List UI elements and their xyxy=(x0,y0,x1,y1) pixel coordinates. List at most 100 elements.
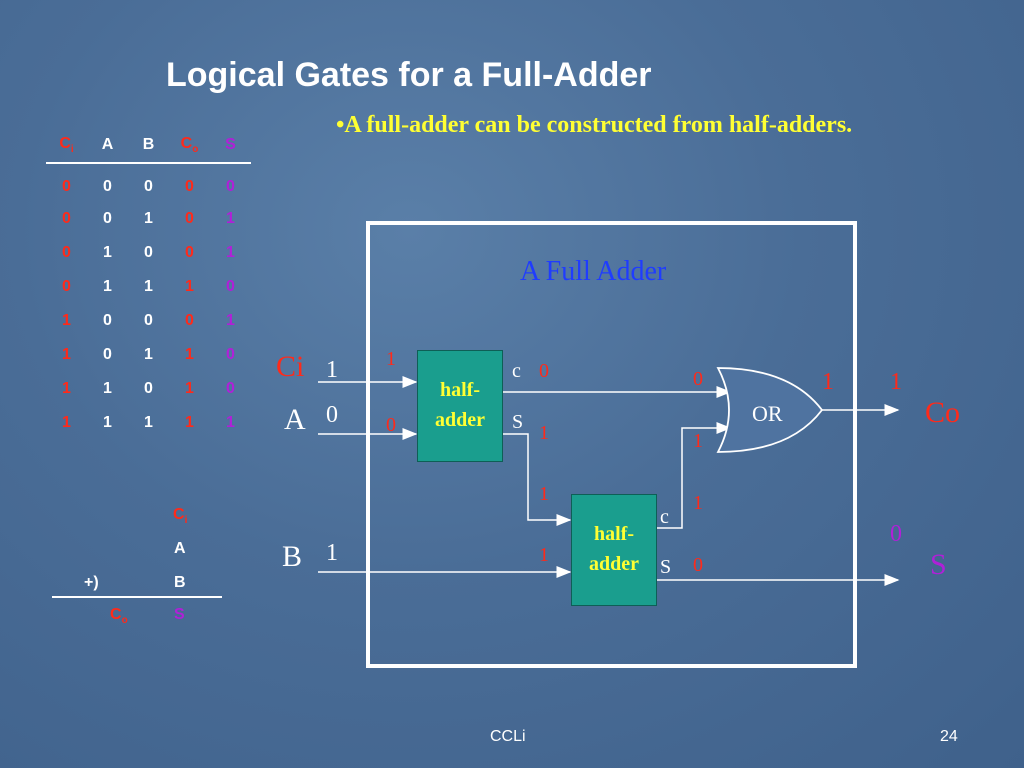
cell-a: 0 xyxy=(103,178,112,195)
cell-ci: 1 xyxy=(62,380,71,397)
cell-b: 1 xyxy=(144,414,153,431)
or-in-top-value: 0 xyxy=(693,368,703,390)
cell-co: 0 xyxy=(185,178,194,195)
page-number: 24 xyxy=(940,728,958,745)
diagram-title: A Full Adder xyxy=(520,256,667,287)
cell-b: 1 xyxy=(144,210,153,227)
cell-b: 0 xyxy=(144,244,153,261)
ha1-in-top-value: 1 xyxy=(386,348,396,370)
ha2-port-s: S xyxy=(660,556,672,578)
half-adder-1-label-2: adder xyxy=(435,409,485,431)
cell-a: 1 xyxy=(103,278,112,295)
value-a: 0 xyxy=(326,402,338,428)
truth-table: Ci A B Co S 0 0 0 0 0 0 0 1 0 1 0 1 0 0 … xyxy=(46,128,251,440)
cell-ci: 0 xyxy=(62,210,71,227)
cell-s: 0 xyxy=(226,278,235,295)
cell-b: 0 xyxy=(144,178,153,195)
cell-a: 1 xyxy=(103,380,112,397)
cell-co: 0 xyxy=(185,210,194,227)
cell-s: 0 xyxy=(226,346,235,363)
cell-s: 0 xyxy=(226,380,235,397)
value-b: 1 xyxy=(326,540,338,566)
cell-b: 0 xyxy=(144,312,153,329)
ha2-c-out-value: 1 xyxy=(693,492,703,514)
ha1-s-out-value: 1 xyxy=(539,422,549,444)
table-row: 0 0 0 0 0 xyxy=(46,163,251,202)
cell-b: 1 xyxy=(144,278,153,295)
cell-ci: 1 xyxy=(62,414,71,431)
or-gate-shape xyxy=(716,367,824,453)
cell-a: 0 xyxy=(103,346,112,363)
cell-b: 1 xyxy=(144,346,153,363)
header-b: B xyxy=(128,128,169,164)
ha2-s-out-value: 0 xyxy=(693,554,703,576)
output-co-label: Co xyxy=(925,396,961,429)
addition-s: S xyxy=(174,606,185,623)
cell-s: 1 xyxy=(226,244,235,261)
cell-co: 1 xyxy=(185,346,194,363)
ha2-port-c: c xyxy=(660,506,669,528)
half-adder-2-label-1: half- xyxy=(594,523,634,545)
cell-s: 1 xyxy=(226,312,235,329)
table-row: 0 1 1 1 0 xyxy=(46,270,251,304)
half-adder-1: half- adder xyxy=(417,350,503,462)
cell-ci: 0 xyxy=(62,244,71,261)
header-a: A xyxy=(87,128,128,164)
cell-ci: 1 xyxy=(62,312,71,329)
s-value: 0 xyxy=(890,521,902,547)
truth-table-header: Ci A B Co S xyxy=(46,128,251,164)
ha1-port-c: c xyxy=(512,360,521,382)
value-ci: 1 xyxy=(326,357,338,383)
addition-co: Co xyxy=(110,606,128,627)
co-value: 1 xyxy=(890,369,902,395)
table-row: 1 0 0 0 1 xyxy=(46,304,251,338)
cell-a: 1 xyxy=(103,244,112,261)
cell-ci: 0 xyxy=(62,278,71,295)
addition-operator: +) xyxy=(84,574,99,591)
table-row: 1 1 1 1 1 xyxy=(46,406,251,440)
half-adder-2-label-2: adder xyxy=(589,553,639,575)
ha1-in-bottom-value: 0 xyxy=(386,414,396,436)
footer-text: CCLi xyxy=(490,728,526,745)
cell-s: 0 xyxy=(226,178,235,195)
input-b-label: B xyxy=(282,540,303,573)
table-row: 0 1 0 0 1 xyxy=(46,236,251,270)
output-s-label: S xyxy=(930,548,947,581)
cell-b: 0 xyxy=(144,380,153,397)
input-ci-label: Ci xyxy=(276,350,305,383)
cell-ci: 0 xyxy=(62,178,71,195)
or-in-bottom-value: 1 xyxy=(693,430,703,452)
cell-a: 0 xyxy=(103,210,112,227)
cell-a: 0 xyxy=(103,312,112,329)
half-adder-1-label-1: half- xyxy=(440,379,480,401)
wire-ha1-s xyxy=(503,433,572,526)
table-row: 1 0 1 1 0 xyxy=(46,338,251,372)
addition-ci: Ci xyxy=(173,506,188,527)
diagram-frame xyxy=(366,221,857,668)
ha1-c-out-value: 0 xyxy=(539,360,549,382)
cell-s: 1 xyxy=(226,210,235,227)
or-out-value: 1 xyxy=(822,369,834,395)
table-row: 0 0 1 0 1 xyxy=(46,202,251,236)
cell-co: 1 xyxy=(185,278,194,295)
header-co: Co xyxy=(169,128,210,164)
ha1-port-s: S xyxy=(512,411,524,433)
addition-b: B xyxy=(174,574,186,591)
cell-co: 0 xyxy=(185,312,194,329)
wire-ha2-c xyxy=(656,422,732,529)
cell-co: 0 xyxy=(185,244,194,261)
ha2-in-top-value: 1 xyxy=(539,483,549,505)
header-s: S xyxy=(210,128,251,164)
header-ci: Ci xyxy=(46,128,87,164)
cell-ci: 1 xyxy=(62,346,71,363)
table-row: 1 1 0 1 0 xyxy=(46,372,251,406)
bullet-text: •A full-adder can be constructed from ha… xyxy=(336,112,853,138)
slide-title: Logical Gates for a Full-Adder xyxy=(166,56,652,94)
cell-a: 1 xyxy=(103,414,112,431)
ha2-in-bottom-value: 1 xyxy=(539,544,549,566)
input-a-label: A xyxy=(284,403,306,436)
or-gate-label: OR xyxy=(752,401,783,426)
half-adder-2: half- adder xyxy=(571,494,657,606)
cell-co: 1 xyxy=(185,380,194,397)
